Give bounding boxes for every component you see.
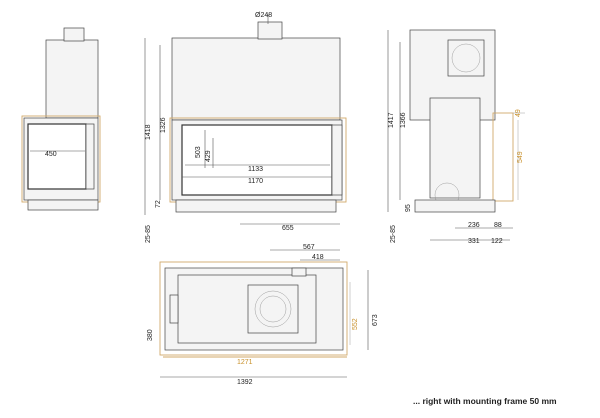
- firebox: [429, 97, 481, 199]
- top-view: 567 418 380 552 673 1271 1392: [147, 244, 379, 386]
- dim-49: 49: [515, 109, 522, 117]
- dim-655: 655: [282, 225, 294, 232]
- dim-1170: 1170: [248, 178, 263, 185]
- side-glass: [85, 123, 95, 190]
- dim-503: 503: [195, 146, 202, 158]
- base-legs: [414, 199, 496, 213]
- caption: ... right with mounting frame 50 mm: [413, 396, 557, 406]
- dim-d248: Ø248: [255, 12, 272, 19]
- dim-549: 549: [517, 151, 524, 163]
- dim-1326: 1326: [160, 117, 167, 133]
- flue-collar: [63, 27, 85, 42]
- flue-square: [247, 284, 299, 334]
- connector: [291, 267, 307, 277]
- dim-1366: 1366: [400, 112, 407, 128]
- dim-1392: 1392: [237, 379, 253, 386]
- flue-outlet: [447, 39, 485, 77]
- dim-567: 567: [303, 244, 315, 251]
- dim-1133: 1133: [248, 166, 263, 173]
- dim-429: 429: [205, 150, 212, 162]
- handle: [169, 294, 179, 324]
- dim-88: 88: [494, 222, 502, 229]
- dim-450: 450: [45, 151, 57, 158]
- glass-door: [181, 124, 333, 196]
- side-glass: [331, 124, 343, 196]
- flue-circle: [254, 290, 292, 328]
- hood: [171, 37, 341, 121]
- dim-1418: 1418: [145, 124, 152, 140]
- dim-236: 236: [468, 222, 480, 229]
- dim-552: 552: [352, 318, 359, 330]
- chimney-hood: [45, 39, 99, 119]
- flue-circle: [451, 43, 481, 73]
- dim-95: 95: [405, 204, 412, 212]
- dim-72: 72: [155, 200, 162, 208]
- base-legs: [175, 199, 337, 213]
- dim-25-85-front: 25-85: [145, 225, 152, 243]
- front-view: Ø248 1418 1326 503 429 1133 1170 72 25-8…: [144, 12, 347, 243]
- dim-122: 122: [491, 238, 503, 245]
- flue-collar: [257, 21, 283, 40]
- flue-inner: [259, 295, 287, 323]
- dim-1417: 1417: [388, 112, 395, 128]
- dim-380: 380: [147, 329, 154, 341]
- front-left-view: 450: [21, 27, 101, 211]
- glass-door: [27, 123, 87, 190]
- base-legs: [27, 199, 99, 211]
- side-view: 1417 1366 49 549 95 25-85 236 88 331 122: [387, 29, 525, 245]
- dim-418: 418: [312, 254, 324, 261]
- mounting-frame: [159, 261, 348, 356]
- dim-1271: 1271: [237, 359, 253, 366]
- dim-331: 331: [468, 238, 480, 245]
- dim-673: 673: [372, 314, 379, 326]
- mounting-frame: [492, 112, 514, 202]
- dim-25-85-side: 25-85: [390, 225, 397, 243]
